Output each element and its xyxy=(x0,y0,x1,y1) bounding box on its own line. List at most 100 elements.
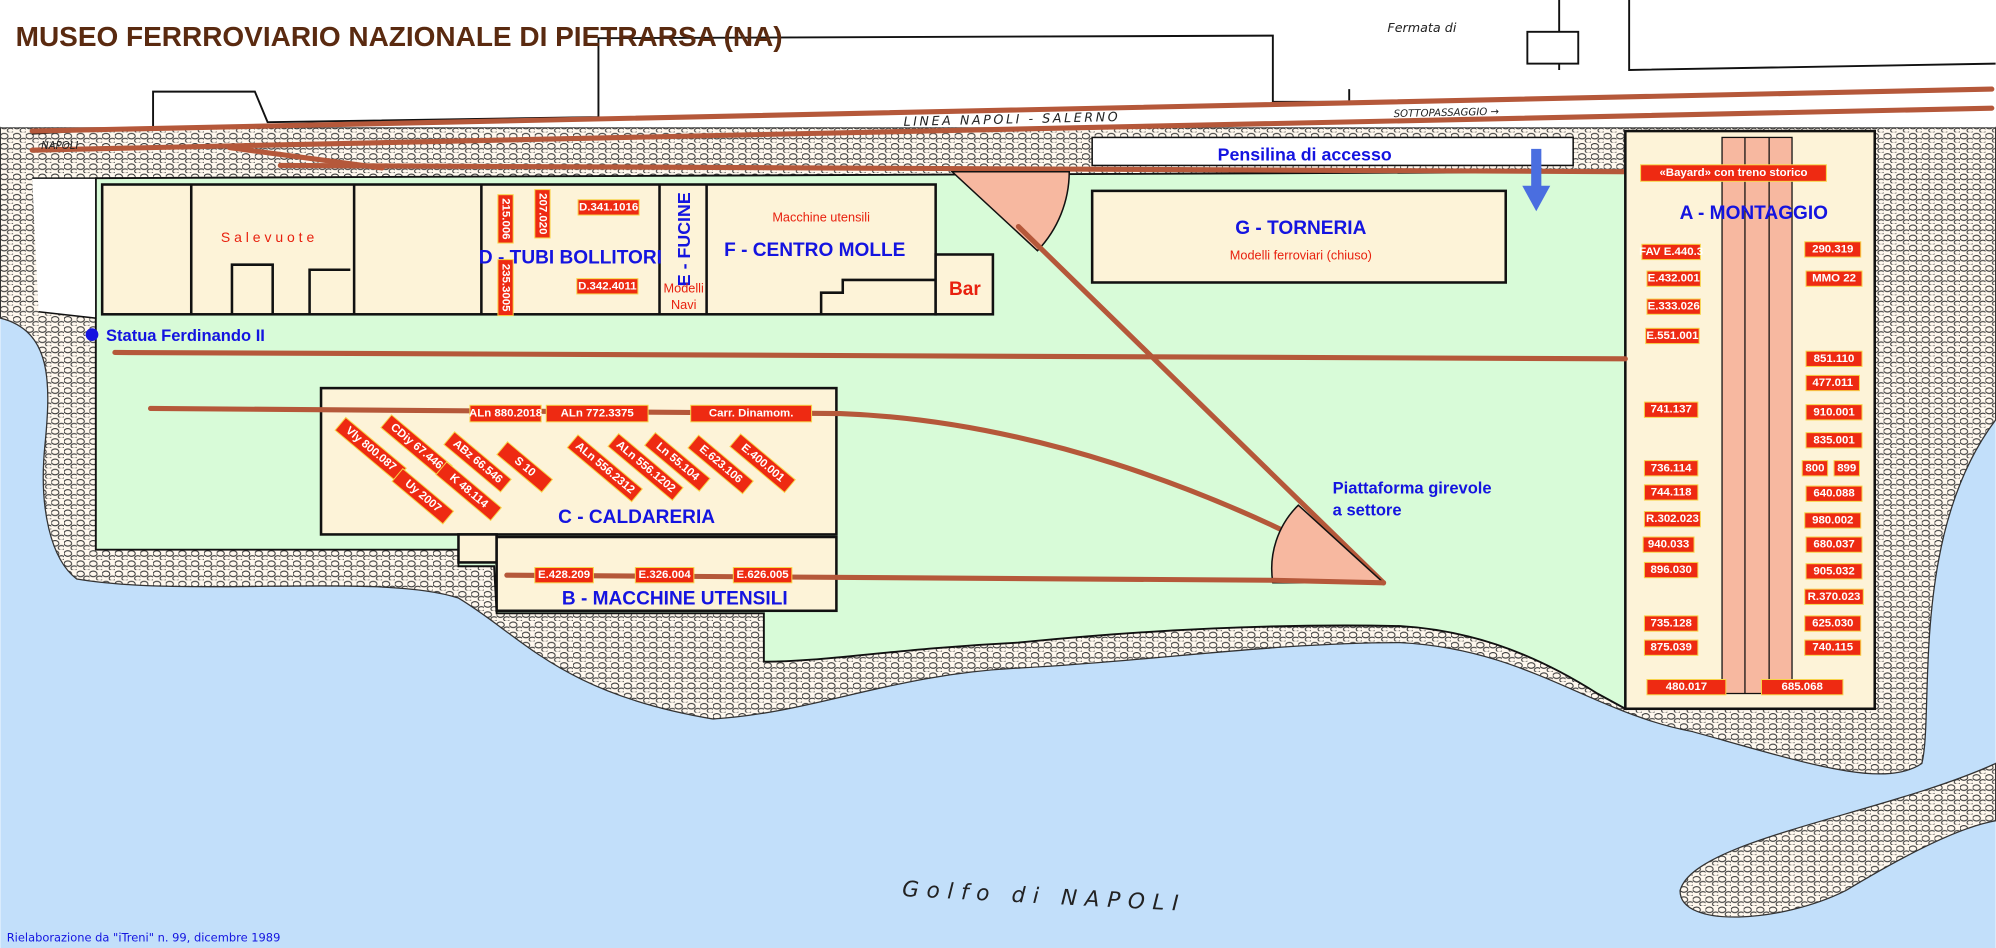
area-e-label: E - FUCINE xyxy=(674,192,694,286)
fermata-label: Fermata di xyxy=(1387,20,1456,35)
sale-vuote-label: S a l e v u o t e xyxy=(221,229,315,245)
exhibit-tag-tubi_bollitori: D.341.1016 xyxy=(577,199,640,216)
exhibit-tag-label: ALn 772.3375 xyxy=(561,408,635,420)
modelli-navi-label-2: Navi xyxy=(671,297,696,312)
exhibit-tag-montaggio: 800 xyxy=(1801,460,1829,477)
exhibit-tag-box xyxy=(1805,536,1863,553)
exhibit-tag-label: 899 xyxy=(1837,462,1856,474)
exhibit-tag-montaggio: 736.114 xyxy=(1643,460,1699,477)
area-b-label: B - MACCHINE UTENSILI xyxy=(562,588,788,609)
exhibit-tag-montaggio: 744.118 xyxy=(1643,484,1699,501)
exhibit-tag-box xyxy=(634,567,695,584)
railway-track-1 xyxy=(29,86,1995,134)
exhibit-tag-label: 640.088 xyxy=(1813,488,1855,500)
exhibit-tag-montaggio: «Bayard» con treno storico xyxy=(1640,164,1827,182)
exhibit-tag-box xyxy=(1804,512,1862,529)
statua-label: Statua Ferdinando II xyxy=(106,326,265,345)
montaggio-pit-tracks xyxy=(1721,136,1793,695)
central-track xyxy=(112,349,1628,362)
exhibit-tag-montaggio: 640.088 xyxy=(1805,485,1863,502)
exhibit-tag-label: FAV E.440.3 xyxy=(1639,246,1703,258)
exhibit-tag-label: 835.001 xyxy=(1813,434,1855,446)
exhibit-tag-label: Carr. Dinamom. xyxy=(709,408,794,420)
exhibit-tag-montaggio: 685.068 xyxy=(1760,678,1844,696)
exhibit-tag-box xyxy=(1643,511,1701,528)
exhibit-tag-label: E.432.001 xyxy=(1648,273,1701,285)
exhibit-tag-box xyxy=(566,434,644,503)
exhibit-tag-box xyxy=(644,431,711,492)
exhibit-tag-montaggio: 740.115 xyxy=(1804,639,1862,656)
exhibit-tag-montaggio: 625.030 xyxy=(1804,615,1862,632)
building-row-north xyxy=(100,183,937,316)
exhibit-tag-macchine_utensili: E.428.209 xyxy=(534,567,594,584)
exhibit-tag-box xyxy=(1643,615,1699,632)
exhibit-tag-box xyxy=(497,194,514,244)
exhibit-tag-box xyxy=(687,434,754,495)
access-track xyxy=(277,162,1645,175)
exhibit-tag-box xyxy=(1645,327,1700,345)
turntable-track xyxy=(1270,577,1387,586)
exhibit-tag-label: 477.011 xyxy=(1812,377,1853,389)
area-g-label: G - TORNERIA xyxy=(1235,218,1366,239)
exhibit-tag-label: R.302.023 xyxy=(1646,513,1699,525)
exhibit-tag-box xyxy=(1804,241,1862,258)
exhibit-tag-label: D.341.1016 xyxy=(579,201,638,213)
exhibit-tag-label: 215.006 xyxy=(500,198,512,239)
pensilina-label: Pensilina di accesso xyxy=(1218,144,1392,164)
exhibit-tag-label: 800 xyxy=(1805,462,1824,474)
railway-track-2 xyxy=(29,105,1995,153)
map-title: MUSEO FERRROVIARIO NAZIONALE DI PIETRARS… xyxy=(16,21,783,52)
exhibit-tag-box xyxy=(1643,484,1699,501)
macchine-utensili-sub-label: Macchine utensili xyxy=(772,209,870,224)
exhibit-tag-label: 851.110 xyxy=(1814,353,1855,365)
exhibit-tag-box xyxy=(1640,164,1827,182)
exhibit-tag-montaggio: R.302.023 xyxy=(1643,511,1701,528)
exhibit-tag-montaggio: 980.002 xyxy=(1804,512,1862,529)
exhibit-tag-box xyxy=(1804,588,1864,605)
exhibit-tag-label: E.428.209 xyxy=(538,569,590,581)
bar-label: Bar xyxy=(949,279,981,300)
credit-text: Rielaborazione da "iTreni" n. 99, dicemb… xyxy=(7,931,281,945)
exhibit-tag-box xyxy=(1646,678,1727,696)
exhibit-tag-box xyxy=(1643,561,1699,579)
exhibit-tag-label: 680.037 xyxy=(1813,539,1854,551)
exhibit-tag-box xyxy=(1805,270,1863,287)
exhibit-tag-montaggio: 735.128 xyxy=(1643,615,1699,632)
exhibit-tag-box xyxy=(1801,460,1829,477)
exhibit-tag-label: 875.039 xyxy=(1650,642,1691,654)
exhibit-tag-macchine_utensili: E.326.004 xyxy=(634,567,695,584)
exhibit-tag-label: «Bayard» con treno storico xyxy=(1659,167,1807,179)
building-bar xyxy=(934,253,995,316)
area-c-label: C - CALDARERIA xyxy=(558,507,715,528)
exhibit-tag-label: 744.118 xyxy=(1651,486,1692,498)
exhibit-tag-box xyxy=(1833,460,1860,477)
exhibit-tag-montaggio: 875.039 xyxy=(1643,639,1699,656)
exhibit-tag-box xyxy=(1760,678,1844,696)
exhibit-tag-box xyxy=(1805,350,1863,367)
building-annex xyxy=(457,533,498,564)
exhibit-tag-box xyxy=(1805,404,1863,421)
exhibit-tag-box xyxy=(1804,639,1862,656)
exhibit-tag-montaggio: 910.001 xyxy=(1805,404,1863,421)
exhibit-tag-label: 980.002 xyxy=(1812,514,1853,526)
exhibit-tag-box xyxy=(1805,563,1863,580)
exhibit-tag-montaggio: E.333.026 xyxy=(1646,298,1701,315)
exhibit-tag-label: E.626.005 xyxy=(737,569,790,581)
exhibit-tag-box xyxy=(690,404,813,423)
exhibit-tag-box xyxy=(1642,536,1695,553)
exhibit-tag-box xyxy=(534,567,594,584)
area-d-label: D - TUBI BOLLITORI xyxy=(479,247,662,268)
street-area xyxy=(0,0,1996,128)
access-arrow-icon xyxy=(1522,148,1551,212)
exhibit-tag-label: R.370.023 xyxy=(1808,591,1861,603)
exhibit-tag-box xyxy=(497,259,514,317)
exhibit-tag-caldareria: ALn 880.2018 xyxy=(469,404,543,423)
area-a-label: A - MONTAGGIO xyxy=(1680,203,1829,224)
exhibit-tag-box xyxy=(1641,243,1701,261)
piattaforma-label: Piattaforma girevole xyxy=(1333,479,1492,498)
building-g-torneria xyxy=(1090,189,1507,284)
area-f-label: F - CENTRO MOLLE xyxy=(724,240,905,261)
exhibit-tag-box xyxy=(435,461,502,522)
